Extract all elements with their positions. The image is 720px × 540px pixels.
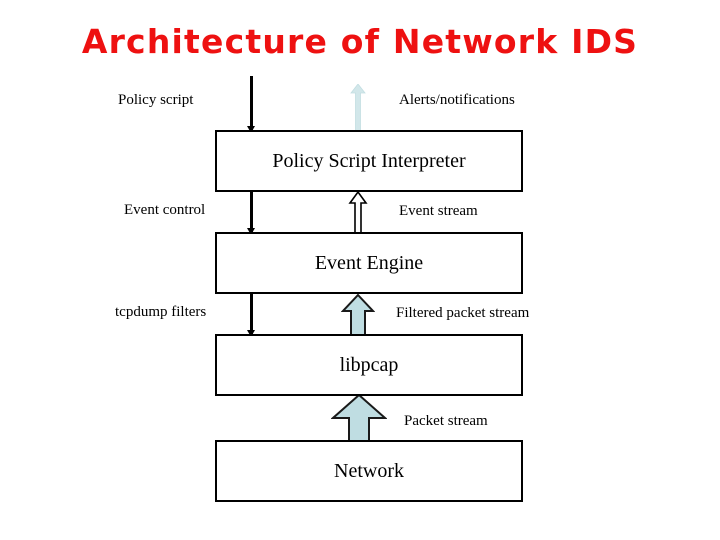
box-policy-script-interpreter[interactable]: Policy Script Interpreter: [215, 130, 523, 192]
event-stream-arrow-icon: [347, 192, 369, 236]
label-tcpdump-filters: tcpdump filters: [115, 304, 207, 320]
alerts-notifications-arrow-icon: [350, 84, 366, 132]
policy-script-connector: [247, 76, 255, 133]
tcpdump-filters-connector: [247, 294, 255, 337]
label-alerts-notifications: Alerts/notifications: [399, 92, 515, 108]
page-title: Architecture of Network IDS: [81, 22, 639, 61]
event-control-connector: [247, 192, 255, 235]
label-filtered-packet-stream: Filtered packet stream: [396, 305, 530, 321]
label-policy-script: Policy script: [118, 92, 194, 108]
label-event-stream: Event stream: [399, 203, 478, 219]
box-libpcap[interactable]: libpcap: [215, 334, 523, 396]
label-packet-stream: Packet stream: [404, 413, 488, 429]
filtered-packet-stream-arrow-icon: [341, 294, 375, 338]
box-event-engine[interactable]: Event Engine: [215, 232, 523, 294]
label-event-control: Event control: [124, 202, 206, 218]
packet-stream-arrow-icon: [331, 394, 387, 442]
box-network[interactable]: Network: [215, 440, 523, 502]
